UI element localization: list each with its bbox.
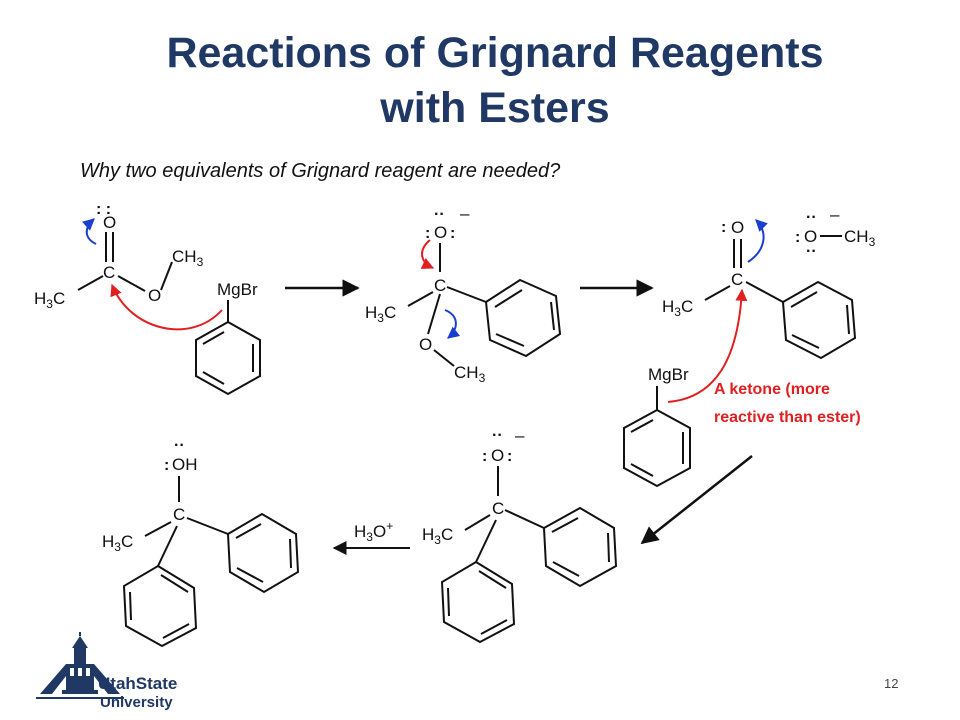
h3o-plus-label: H3O+ (354, 519, 393, 544)
ester-oxygen: O (148, 286, 161, 305)
central-carbon: C (434, 276, 446, 295)
lone-pair-dots: : (482, 448, 487, 465)
methyl-group: H3C (34, 289, 65, 311)
methyl-group: H3C (662, 297, 693, 319)
logo-line-2: University (100, 694, 173, 711)
phenylmagnesium-bromide-2: MgBr A ketone (more reactive than ester) (623, 288, 861, 488)
lone-pair-dots: : (507, 448, 512, 465)
slide-title: Reactions of Grignard Reagents with Este… (0, 26, 960, 136)
reaction-arrow-3 (640, 455, 753, 545)
lone-pair-dots: ·· (492, 427, 503, 444)
mgbr-label: MgBr (648, 365, 689, 384)
alkoxide-oxygen: O (434, 223, 447, 242)
carbonyl-carbon: C (103, 263, 115, 282)
tertiary-alcohol-product: ·· : OH C H3C (102, 437, 300, 648)
lone-pair-dots: ·· (806, 209, 817, 226)
phenylmagnesium-bromide-1: MgBr (110, 280, 261, 396)
tetrahedral-intermediate: O : : ·· – C H3C O CH3 (365, 204, 562, 385)
methoxy-methyl: CH3 (454, 363, 486, 385)
electron-push-arrow (81, 218, 97, 245)
lone-pair-dots: : : (96, 201, 111, 218)
nucleophilic-attack-arrow (110, 283, 223, 331)
lone-pair-dots: : (425, 225, 430, 242)
carbonyl-carbon: C (731, 270, 743, 289)
ketone-note-line-1: A ketone (more (714, 381, 830, 398)
carbonyl-oxygen: O (731, 218, 744, 237)
negative-charge: – (830, 205, 840, 224)
hydroxyl-group: OH (172, 455, 198, 474)
methoxy-oxygen: O (419, 335, 432, 354)
electron-push-arrow (747, 219, 768, 263)
lone-pair-dots: : (164, 457, 169, 474)
reform-carbonyl-arrow (420, 239, 435, 269)
title-line-2: with Esters (380, 84, 610, 132)
slide-subtitle: Why two equivalents of Grignard reagent … (80, 160, 561, 182)
university-logo: UtahState University (36, 632, 177, 711)
negative-charge: – (515, 426, 525, 445)
lone-pair-dots: ·· (434, 206, 445, 223)
methyl-group: CH3 (844, 227, 876, 249)
central-carbon: C (492, 499, 504, 518)
logo-line-1: UtahState (98, 674, 177, 693)
second-attack-arrow (667, 288, 748, 403)
lone-pair-dots: : (450, 225, 455, 242)
methyl-group: H3C (102, 532, 133, 554)
building-emblem-icon (36, 632, 124, 699)
ester-molecule: O : : C O H3C CH3 (34, 201, 204, 311)
lone-pair-dots: : (795, 229, 800, 246)
central-carbon: C (173, 505, 185, 524)
ketone-note-line-2: reactive than ester) (714, 409, 861, 426)
mgbr-label: MgBr (217, 280, 258, 299)
carbonyl-oxygen: O (103, 213, 116, 232)
methyl-group: H3C (422, 525, 453, 547)
methoxide-oxygen: O (804, 227, 817, 246)
negative-charge: – (460, 204, 470, 223)
ketone-product: O : C H3C (662, 218, 857, 360)
methoxide-ion: ·· – : O ·· CH3 (795, 205, 876, 260)
lone-pair-dots: ·· (806, 243, 817, 260)
title-line-1: Reactions of Grignard Reagents (166, 29, 824, 77)
methoxy-group: CH3 (172, 247, 204, 269)
lone-pair-dots: ·· (174, 437, 185, 454)
leaving-group-arrow (444, 309, 461, 339)
methyl-group: H3C (365, 303, 396, 325)
alkoxide-intermediate: ·· – : O : C H3C (422, 426, 618, 644)
lone-pair-dots: : (721, 219, 726, 236)
alkoxide-oxygen: O (491, 446, 504, 465)
page-number: 12 (884, 676, 899, 691)
